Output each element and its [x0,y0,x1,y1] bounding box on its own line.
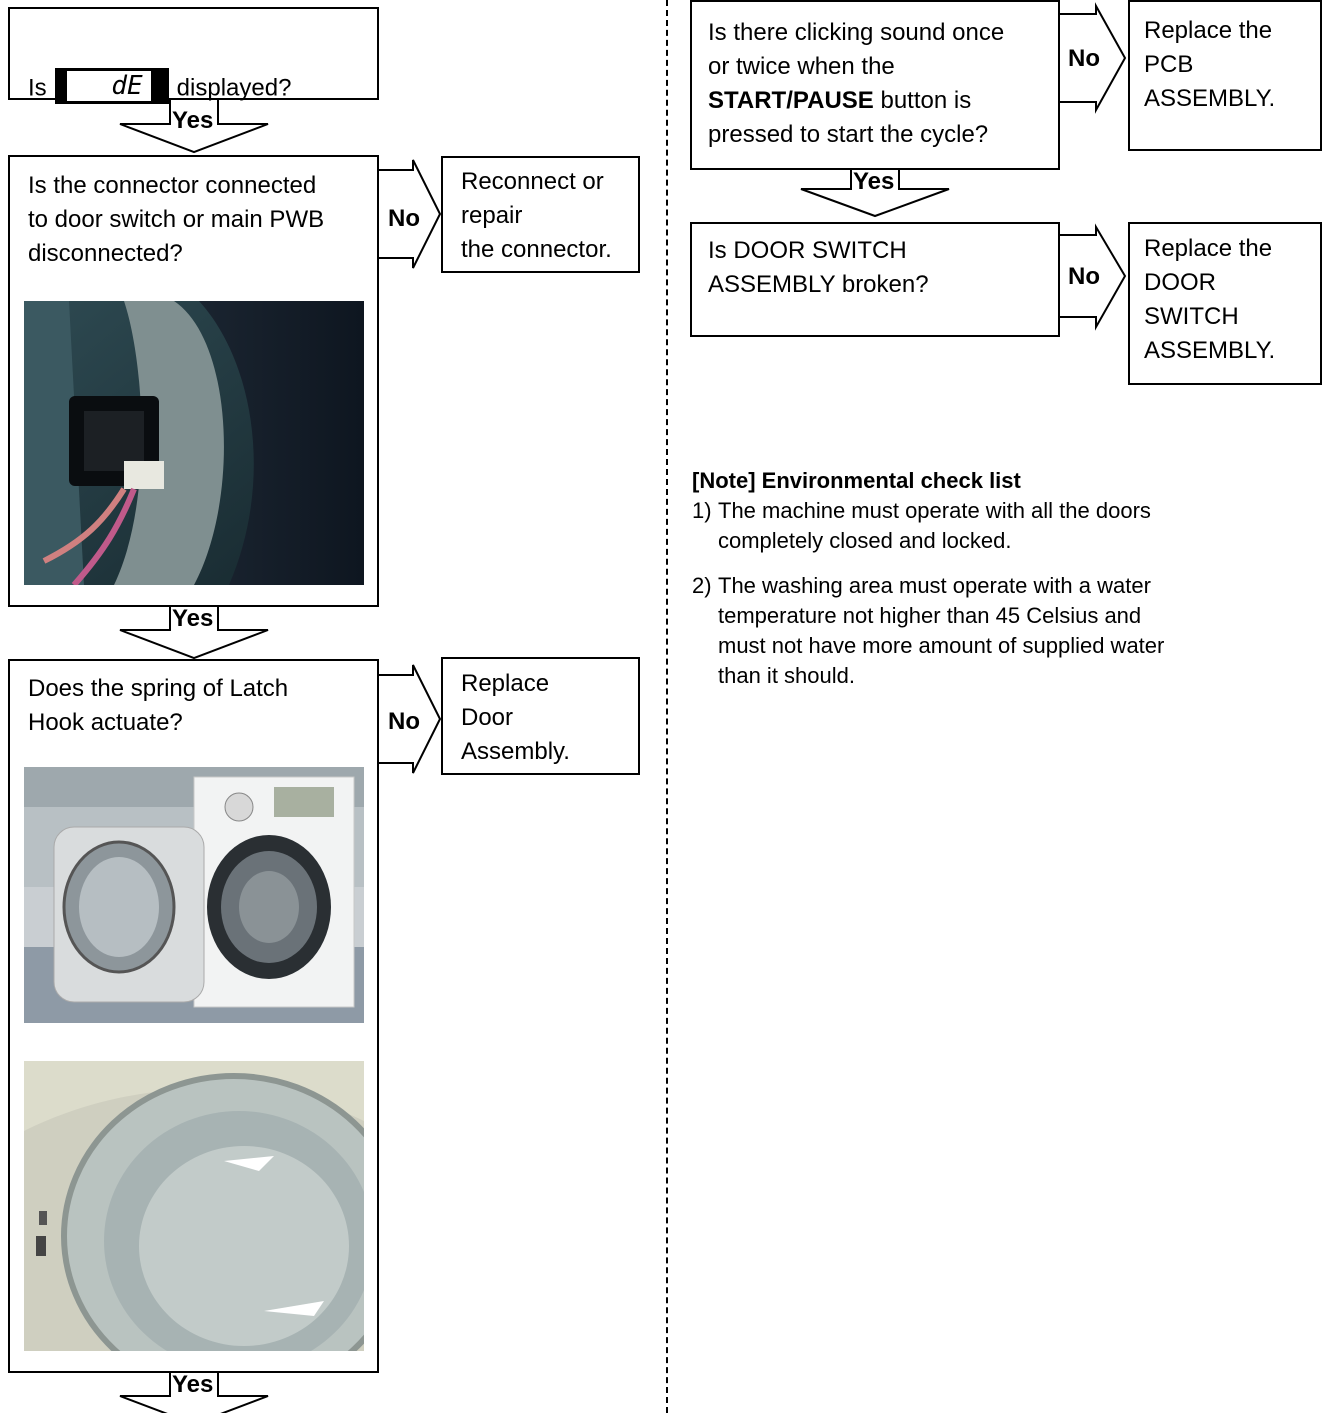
yes-label-3: Yes [172,1371,214,1398]
question-suffix: displayed? [176,74,292,102]
yes-label-2: Yes [172,605,214,632]
question-connector-text: Is the connector connected to door switc… [28,172,325,267]
right-arrow-2 [378,664,442,774]
right-right-arrow-1 [1057,2,1127,114]
right-arrow-1 [378,159,442,269]
right-down-arrow-1 [800,167,950,218]
right-right-arrow-2 [1057,223,1127,331]
no-label-1: No [388,205,420,232]
note-item-1-num: 1) [692,498,712,523]
note-title: [Note] Environmental check list [692,468,1021,493]
clicking-line-1: Is there clicking sound once [708,19,1005,46]
note-item-2-num: 2) [692,573,712,598]
action-replace-switch-text: Replace the DOOR SWITCH ASSEMBLY. [1144,235,1276,364]
column-divider [666,0,668,1413]
note-item-2-text: The washing area must operate with a wat… [718,573,1165,688]
question-latch-text: Does the spring of Latch Hook actuate? [28,675,289,736]
start-pause-label: START/PAUSE [708,87,874,114]
question-box-door-switch: Is DOOR SWITCH ASSEMBLY broken? [690,222,1060,337]
door-glass-photo [24,1061,364,1351]
down-arrow-2 [119,605,269,660]
down-arrow-3 [119,1371,269,1413]
no-label-2: No [388,708,420,735]
display-code: dE [66,71,151,101]
yes-label-right: Yes [853,168,895,195]
note-item-1: 1) The machine must operate with all the… [692,496,1312,556]
yes-label-1: Yes [172,107,214,134]
question-box-clicking-sound: Is there clicking sound once or twice wh… [690,0,1060,170]
action-box-reconnect: Reconnect or repair the connector. [441,156,640,273]
lcd-display-icon: dE [54,68,169,104]
clicking-line-4: pressed to start the cycle? [708,121,989,148]
note-item-1-text: The machine must operate with all the do… [718,498,1151,553]
question-prefix: Is [28,74,47,102]
note-item-2: 2) The washing area must operate with a … [692,571,1312,691]
question-box-connector: Is the connector connected to door switc… [8,155,379,607]
question-door-switch-text: Is DOOR SWITCH ASSEMBLY broken? [708,237,929,298]
action-reconnect-text: Reconnect or repair the connector. [461,168,612,263]
no-label-right-2: No [1068,263,1100,290]
clicking-line-2: or twice when the [708,53,895,80]
action-box-replace-door-switch: Replace the DOOR SWITCH ASSEMBLY. [1128,222,1322,385]
connector-photo [24,301,364,585]
down-arrow-1 [119,98,269,154]
no-label-right-1: No [1068,45,1100,72]
action-box-replace-door: Replace Door Assembly. [441,657,640,775]
action-replace-door-text: Replace Door Assembly. [461,670,570,765]
question-box-latch-hook: Does the spring of Latch Hook actuate? [8,659,379,1373]
clicking-line-3: button is [873,87,972,114]
washer-open-photo [24,767,364,1023]
action-box-replace-pcb: Replace the PCB ASSEMBLY. [1128,0,1322,151]
action-replace-pcb-text: Replace the PCB ASSEMBLY. [1144,17,1276,112]
